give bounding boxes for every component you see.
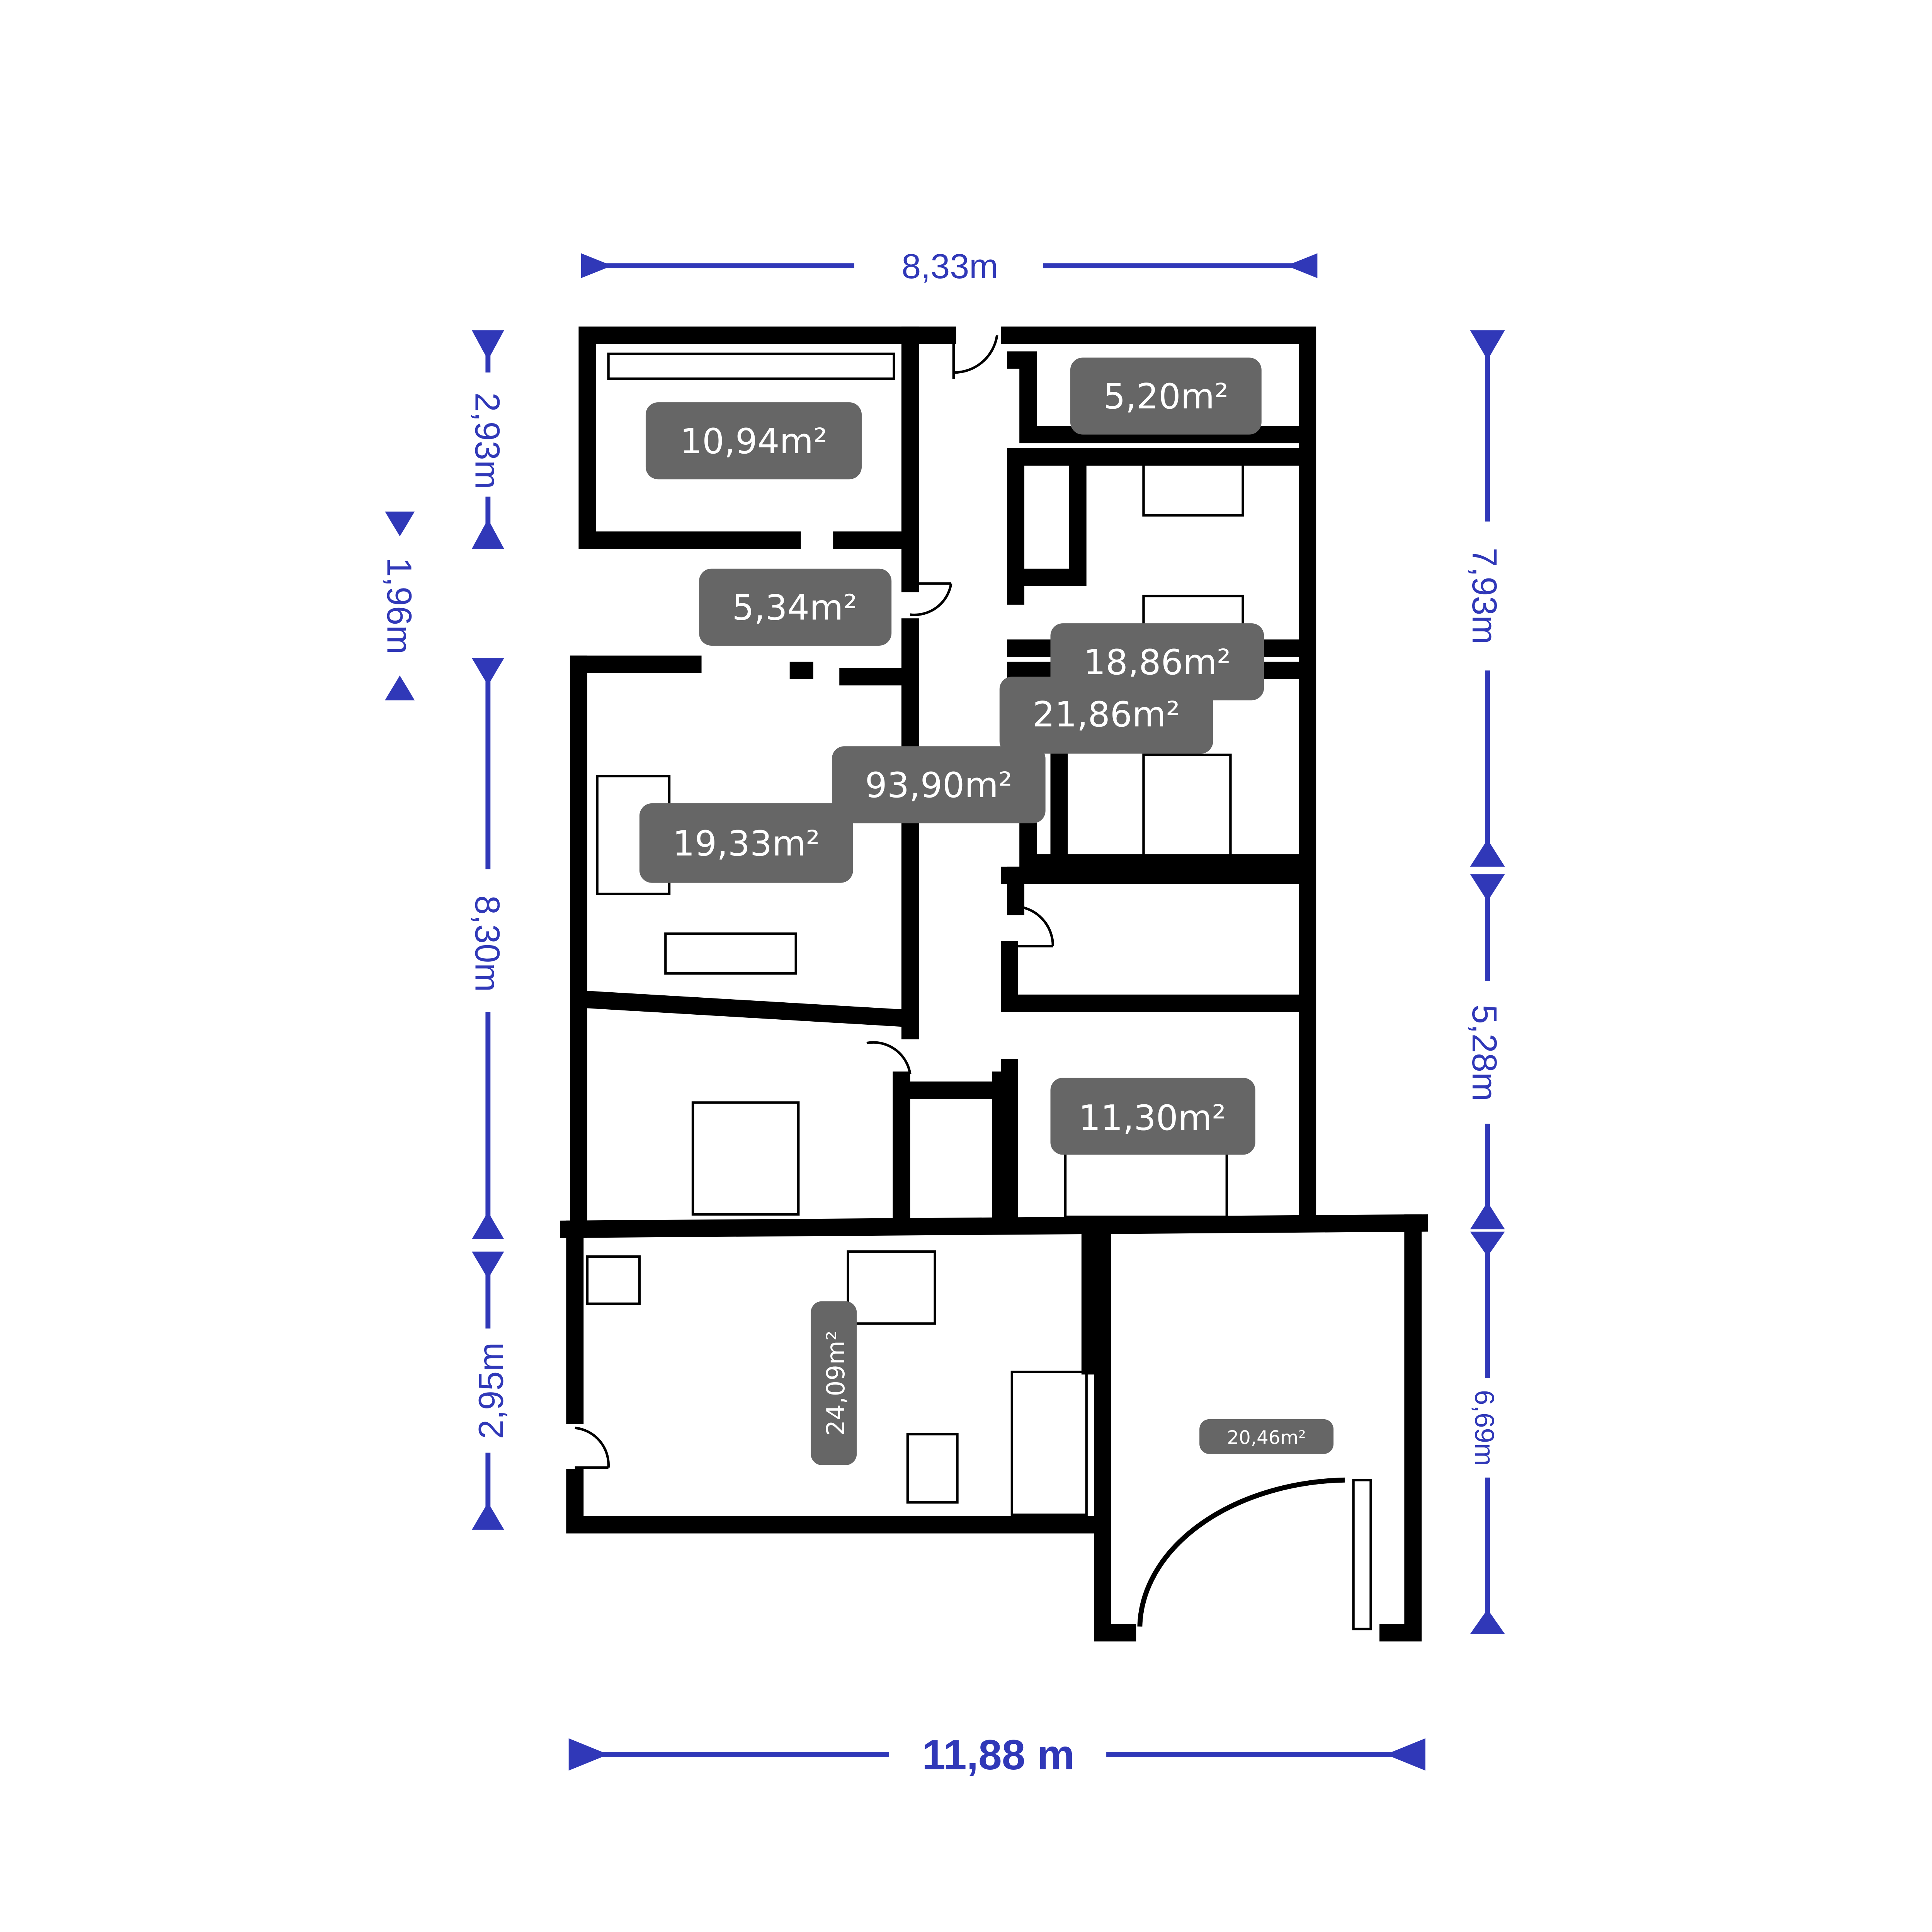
bed [691,1101,800,1216]
table [906,1433,959,1504]
area-label: 24,09m² [821,1331,850,1436]
area-label: 11,30m² [1078,1098,1226,1138]
dimension-label-right-3: 6,69m [1469,1390,1500,1466]
area-label: 21,86m² [1032,694,1180,735]
furniture [575,335,1372,1631]
room-kitchen: 10,94m² [645,402,862,480]
door [1009,905,1054,947]
dimension-label-left-1: 2,93m [468,393,507,489]
dimension-label-left-2: 1,96m [380,558,418,654]
dimension-label-left-3: 8,30m [468,895,507,992]
area-label: 10,94m² [680,421,827,462]
dimension-label-right-2: 5,28m [1465,1005,1503,1101]
entry-door [952,335,998,379]
room-bedroom-right-2: 21,86m² [999,677,1213,754]
room-garage: 20,46m² [1199,1419,1334,1454]
total-area: 93,90m² [832,746,1046,823]
cabinet [586,1255,641,1305]
room-bottom: 24,09m² [811,1301,857,1465]
garage-door-swing [1137,1477,1345,1627]
area-label: 93,90m² [865,765,1012,806]
dimension-label-right-1: 7,93m [1465,548,1503,644]
coffee-table [664,932,797,975]
door [575,1427,610,1469]
area-label: 20,46m² [1227,1427,1306,1449]
bed [1142,462,1244,517]
area-label: 18,86m² [1083,642,1231,683]
dimension-label-left-4: 2,95m [472,1342,510,1439]
area-label: 19,33m² [673,823,820,864]
room-hall-small: 5,34m² [699,568,892,646]
area-label: 5,34m² [732,587,857,628]
desk [847,1250,936,1325]
dimension-label-bottom: 11,88 m [922,1731,1075,1779]
dimension-left: 2,93m 1,96m 8,30m 2,95m [380,330,510,1530]
bed [1010,1371,1088,1516]
kitchen-counter [607,352,895,380]
garage-door-post [1352,1479,1372,1631]
door [866,1041,912,1075]
room-bathroom-top: 5,20m² [1070,357,1262,435]
dimension-label-top: 8,33m [901,247,998,286]
area-label: 5,20m² [1103,376,1228,417]
room-living: 19,33m² [639,803,853,883]
door [910,582,952,616]
dimension-bottom: 11,88 m [568,1731,1425,1779]
bed [1142,753,1232,862]
room-bedroom-right-3: 11,30m² [1050,1078,1255,1155]
dimension-right: 7,93m 5,28m 6,69m [1465,330,1505,1634]
dimension-top: 8,33m [581,247,1318,286]
